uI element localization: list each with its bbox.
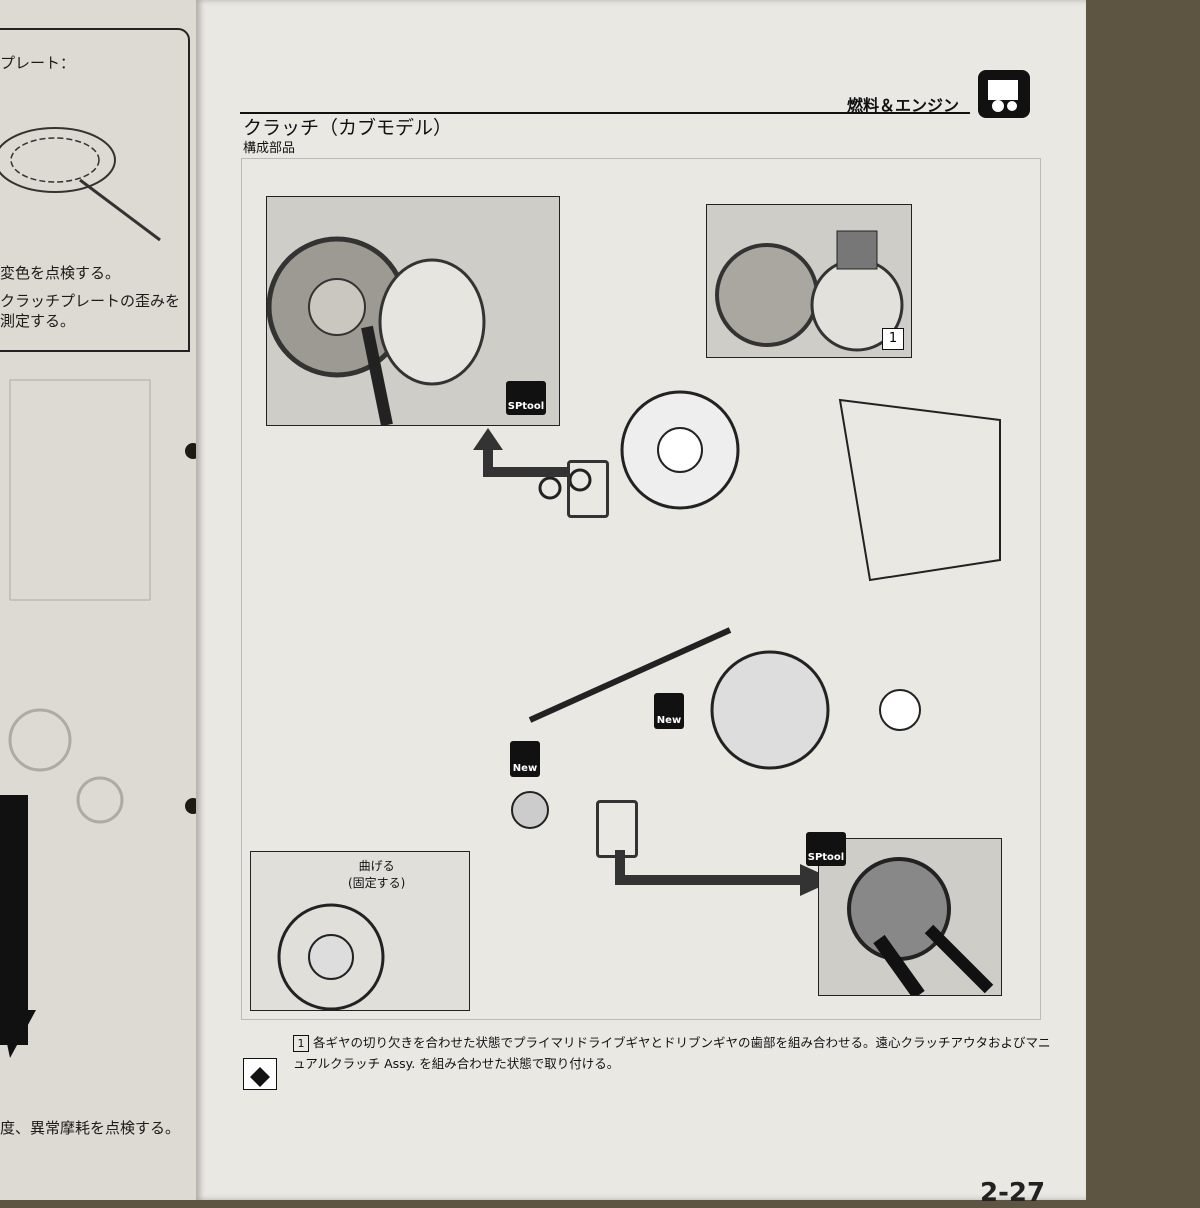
photo-clutch-holder	[818, 838, 1002, 996]
section-label: 燃料＆エンジン	[847, 96, 960, 115]
arrow-shaft	[0, 795, 28, 1045]
figure-frame	[241, 158, 1041, 1020]
sp-tool-badge: SPtool	[506, 381, 546, 415]
down-arrow-icon	[0, 1010, 36, 1058]
page-number: 2-27	[980, 1178, 1046, 1208]
photo-clutch-install	[266, 196, 560, 426]
new-part-badge: New	[510, 741, 540, 777]
sp-tool-badge: SPtool	[806, 832, 846, 866]
inset-bend-lock	[250, 851, 470, 1011]
left-page-text: 測定する。	[0, 312, 76, 330]
clutch-plate-illustration	[0, 127, 161, 242]
page-title: クラッチ（カブモデル）	[243, 117, 453, 139]
left-page-text: 変色を点検する。	[0, 264, 121, 282]
exploded-clutch-diagram	[511, 390, 1001, 829]
left-page-text: 度、異常摩耗を点検する。	[0, 1119, 181, 1137]
note-number: 1	[293, 1035, 309, 1052]
left-page-diagram	[8, 379, 151, 824]
page-subtitle: 構成部品	[243, 141, 296, 156]
assembly-note-icon	[243, 1058, 277, 1090]
left-page: プレート： 変色を点検する。 クラッチプレートの歪みを 測定する。 度、異常摩耗…	[0, 0, 196, 1200]
left-page-text: クラッチプレートの歪みを	[0, 292, 181, 310]
highlight-locknut	[567, 460, 609, 518]
photo-gear-alignment	[706, 204, 912, 358]
callout-number: 1	[882, 328, 904, 350]
header-rule	[240, 112, 970, 114]
left-page-frame	[0, 28, 190, 352]
new-part-badge: New	[654, 693, 684, 729]
note-text: 各ギヤの切り欠きを合わせた状態でプライマリドライブギヤとドリブンギヤの歯部を組み…	[293, 1035, 1051, 1071]
arrow-icon	[473, 428, 568, 477]
bend-label: 曲げる (固定する)	[348, 859, 406, 890]
engine-icon	[978, 70, 1030, 118]
left-page-text: プレート：	[0, 54, 76, 72]
arrow-icon	[615, 850, 835, 896]
